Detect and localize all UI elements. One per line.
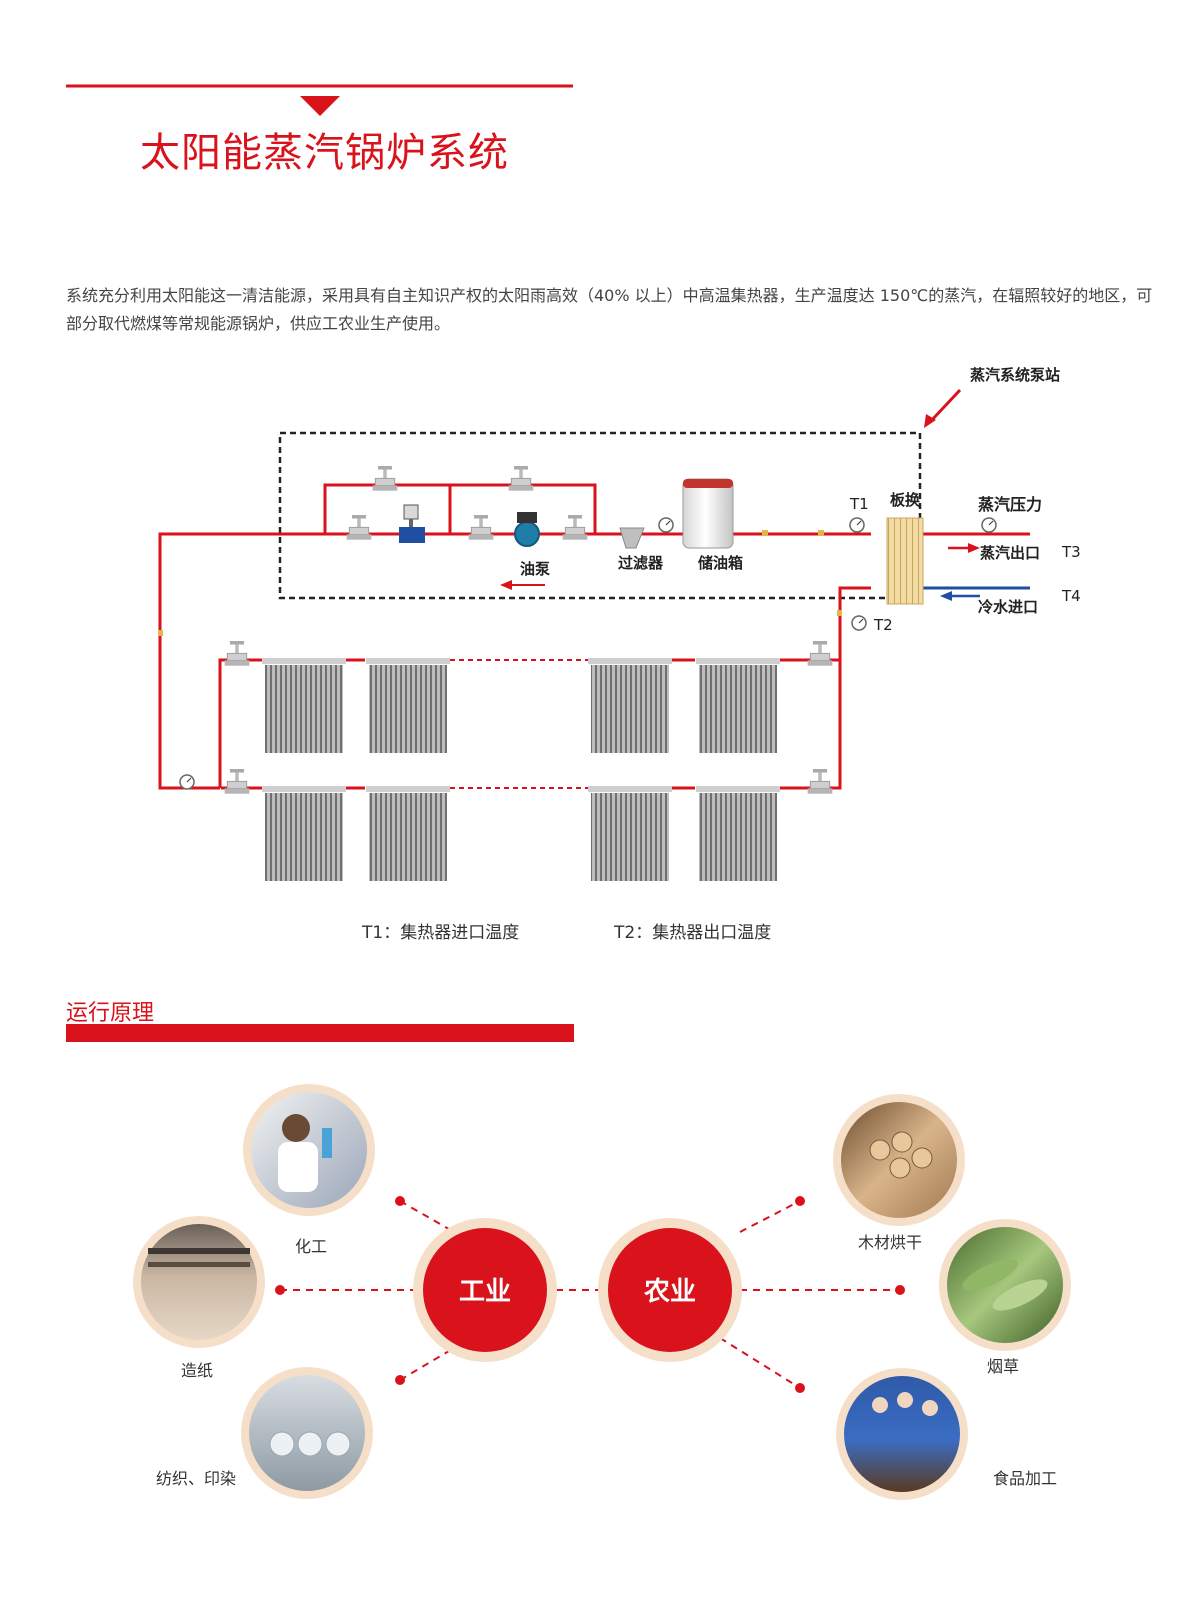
steam-pressure-label: 蒸汽压力: [978, 495, 1042, 514]
agriculture-label: 农业: [643, 1277, 696, 1307]
flowmeter-icon: [399, 504, 425, 543]
steam-pressure-gauge-icon: [981, 517, 997, 533]
valve-icon: [562, 515, 588, 541]
oil-tank-label: 储油箱: [698, 554, 743, 572]
wood-drying-image: [833, 1094, 965, 1226]
food-processing-image: [836, 1368, 968, 1500]
t3-label: T3: [1061, 543, 1081, 561]
station-pointer-arrow-icon: [924, 414, 936, 428]
collector-panel: [262, 658, 346, 753]
food-processing-label: 食品加工: [993, 1469, 1057, 1488]
chemical-image: [243, 1084, 375, 1216]
filter-icon: [619, 527, 645, 549]
fitting: [158, 630, 163, 636]
valve-icon: [807, 769, 833, 795]
header-triangle-icon: [300, 96, 340, 116]
collector-panel: [366, 786, 450, 881]
textile-image: [241, 1367, 373, 1499]
t2-thermometer-icon: [851, 615, 867, 631]
header-decoration: [66, 84, 573, 116]
collector-panel: [588, 658, 672, 753]
intro-paragraph: 系统充分利用太阳能这一清洁能源，采用具有自主知识产权的太阳雨高效（40% 以上）…: [66, 286, 1153, 333]
oil-pump-icon: [514, 512, 540, 547]
pump-station-box: [278, 431, 922, 600]
cold-in-arrow-icon: [940, 591, 952, 601]
papermaking-label: 造纸: [181, 1361, 213, 1380]
fitting: [837, 610, 842, 616]
legend-t2: T2：集热器出口温度: [613, 923, 771, 943]
station-label: 蒸汽系统泵站: [970, 366, 1060, 384]
agriculture-hub: 农业: [598, 1218, 742, 1362]
collector-panel: [366, 658, 450, 753]
section-title-bar: [66, 1024, 574, 1042]
valve-icon: [224, 641, 250, 667]
steam-outlet-label: 蒸汽出口: [980, 544, 1040, 562]
valve-icon: [508, 466, 534, 492]
applications-diagram: 工业 农业 化工 造纸 纺织、印染 木材烘干: [133, 1084, 1071, 1500]
fitting: [818, 530, 824, 536]
fitting: [762, 530, 768, 536]
section-title: 运行原理: [66, 1001, 155, 1026]
t4-label: T4: [1061, 587, 1081, 605]
legend-t1: T1：集热器进口温度: [361, 923, 519, 943]
valve-icon: [372, 466, 398, 492]
collector-panel: [262, 786, 346, 881]
connector-lines: [280, 1200, 900, 1389]
system-diagram: 蒸汽系统泵站 油泵: [158, 366, 1081, 943]
heat-exchanger-label: 板换: [890, 491, 921, 509]
industry-hub: 工业: [413, 1218, 557, 1362]
pressure-gauge-icon: [658, 517, 674, 533]
filter-label: 过滤器: [618, 554, 664, 572]
valve-icon: [807, 641, 833, 667]
oil-pump-label: 油泵: [520, 560, 550, 578]
t1-thermometer-icon: [849, 517, 865, 533]
t1-label: T1: [849, 495, 869, 513]
chemical-label: 化工: [295, 1237, 327, 1256]
steam-out-arrow-icon: [968, 543, 980, 553]
collector-panel: [696, 786, 780, 881]
tobacco-label: 烟草: [987, 1357, 1019, 1376]
textile-label: 纺织、印染: [156, 1469, 236, 1488]
industry-label: 工业: [459, 1277, 511, 1307]
page-title: 太阳能蒸汽锅炉系统: [140, 130, 509, 176]
valve-icon: [468, 515, 494, 541]
wood-drying-label: 木材烘干: [858, 1233, 922, 1252]
tobacco-image: [939, 1219, 1071, 1351]
heat-exchanger-icon: [886, 517, 924, 605]
valve-icon: [224, 769, 250, 795]
valve-icon: [346, 515, 372, 541]
oil-tank-icon: [682, 478, 734, 549]
cold-inlet-label: 冷水进口: [978, 598, 1038, 616]
papermaking-image: [133, 1216, 265, 1348]
t2-label: T2: [873, 616, 893, 634]
station-pointer: [928, 388, 962, 424]
collector-panel: [588, 786, 672, 881]
connector-dots: [275, 1196, 905, 1393]
collector-panel: [696, 658, 780, 753]
flow-direction-arrow-icon: [500, 580, 512, 590]
return-gauge-icon: [179, 774, 195, 790]
collector-gap-dashes: [450, 659, 588, 789]
